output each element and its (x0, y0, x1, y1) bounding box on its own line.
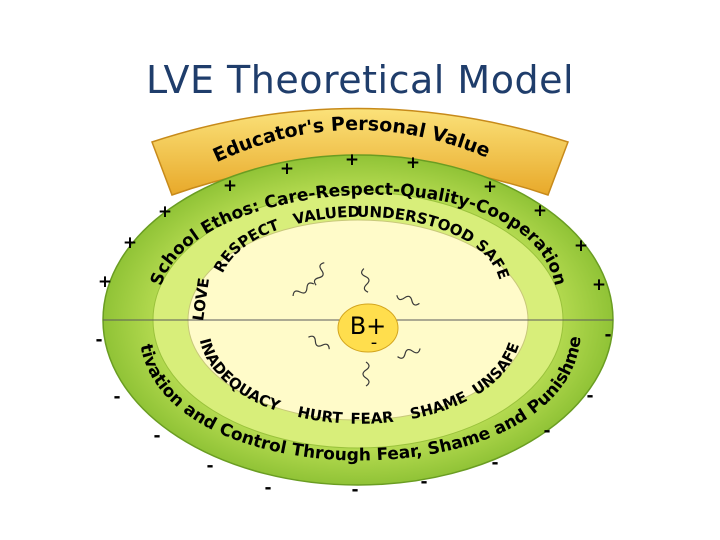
squiggle-3 (292, 282, 315, 297)
plus-sign: + (574, 236, 588, 256)
squiggle-5 (397, 348, 421, 359)
plus-sign: + (223, 176, 237, 196)
plus-sign: + (406, 153, 420, 173)
minus-sign: - (153, 426, 160, 446)
minus-sign: - (586, 386, 593, 406)
squiggle-7 (308, 335, 330, 350)
center-ellipse (337, 303, 399, 353)
minus-sign: - (264, 478, 271, 498)
plus-sign: + (533, 201, 547, 221)
word-fear: FEAR (350, 408, 395, 428)
plus-signs: + + + + + + + + + + + (98, 150, 606, 295)
minus-sign: - (491, 453, 498, 473)
minus-sign: - (543, 421, 550, 441)
squiggle-4 (396, 295, 420, 306)
plus-sign: + (158, 202, 172, 222)
squiggle-2 (361, 268, 370, 293)
plus-sign: + (345, 150, 359, 170)
minus-sign: - (113, 387, 120, 407)
plus-sign: + (123, 233, 137, 253)
squiggle-group (292, 262, 421, 387)
squiggle-1 (313, 262, 325, 286)
minus-sign: - (351, 480, 358, 500)
plus-sign: + (483, 177, 497, 197)
center-sub-label: - (371, 332, 378, 353)
minus-sign: - (420, 472, 427, 492)
plus-sign: + (98, 272, 112, 292)
plus-sign: + (592, 275, 606, 295)
plus-sign: + (280, 159, 294, 179)
minus-sign: - (604, 325, 611, 345)
center-label: B+ (350, 312, 387, 340)
slide-title: LVE Theoretical Model (145, 58, 575, 102)
minus-sign: - (95, 330, 102, 350)
squiggle-6 (362, 361, 370, 387)
minus-signs: - - - - - - - - - - - (95, 325, 611, 500)
minus-sign: - (206, 456, 213, 476)
word-love: LOVE (189, 277, 213, 322)
